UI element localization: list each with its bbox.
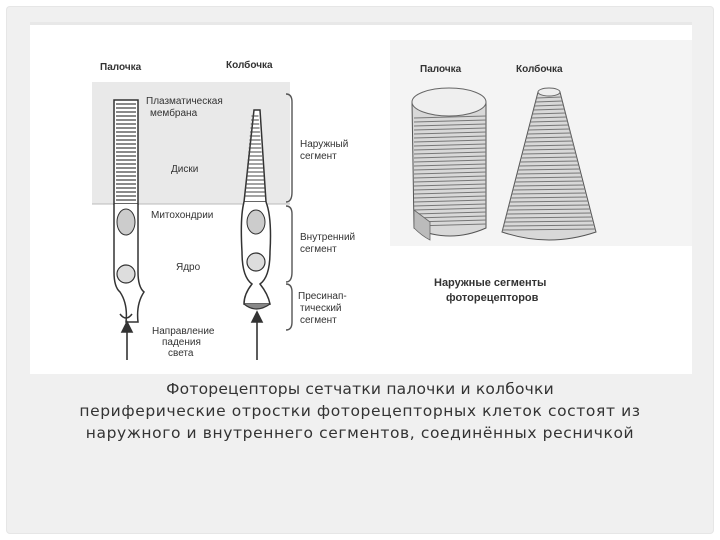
disk-stripe xyxy=(413,131,487,135)
disk-stripe xyxy=(413,215,487,219)
disk-stripe xyxy=(519,160,579,163)
disk-stripe xyxy=(413,127,487,131)
disk-stripe xyxy=(533,108,565,111)
photoreceptor-diagram: Палочка Колбочка Плазматическая мембрана… xyxy=(30,22,692,360)
disk-stripe xyxy=(413,187,487,191)
disk-stripe xyxy=(413,207,487,211)
cone-label-left: Колбочка xyxy=(226,59,273,71)
disk-stripe xyxy=(502,228,596,231)
light-direction-label: Направление xyxy=(152,326,215,337)
disk-stripe xyxy=(413,147,487,151)
disks-label: Диски xyxy=(171,164,198,175)
slide-caption-line-3: наружного и внутреннего сегментов, соеди… xyxy=(85,424,635,442)
disk-stripe xyxy=(413,183,487,187)
disk-stripe xyxy=(511,192,587,195)
disk-stripe xyxy=(515,176,583,179)
disk-stripe xyxy=(518,164,580,167)
disk-stripe xyxy=(527,132,571,135)
light-direction-arrows xyxy=(120,310,264,360)
outer-segments-caption-2: фоторецепторов xyxy=(446,292,539,304)
figure-panel: Палочка Колбочка Плазматическая мембрана… xyxy=(30,22,692,374)
light-direction-label-3: света xyxy=(168,348,194,359)
disk-stripe xyxy=(413,155,487,159)
disk-stripe xyxy=(535,100,563,103)
rod-label-right: Палочка xyxy=(420,64,462,75)
disk-stripe xyxy=(514,180,584,183)
disk-stripe xyxy=(510,196,588,199)
rod-label-left: Палочка xyxy=(100,62,142,73)
disk-stripe xyxy=(413,143,487,147)
segment-brackets xyxy=(285,93,293,331)
disk-stripe xyxy=(523,148,575,151)
disk-stripe xyxy=(506,212,592,215)
disk-stripe xyxy=(413,135,487,139)
disk-stripe xyxy=(507,208,591,211)
disk-stripe xyxy=(536,96,562,99)
slide-caption-line-2: периферические отростки фоторецепторных … xyxy=(79,402,641,420)
disk-stripe xyxy=(513,184,585,187)
light-direction-label-2: падения xyxy=(162,337,201,348)
disk-stripe xyxy=(413,167,487,171)
disk-stripe xyxy=(413,203,487,207)
disk-stripe xyxy=(504,220,594,223)
disk-stripe xyxy=(529,124,569,127)
disk-stripe xyxy=(525,140,573,143)
disk-stripe xyxy=(532,112,566,115)
cone-label-right: Колбочка xyxy=(516,63,563,75)
disk-stripe xyxy=(521,156,577,159)
disk-stripe xyxy=(413,179,487,183)
mitochondria-label: Митохондрии xyxy=(151,210,213,221)
disk-stripe xyxy=(531,116,567,119)
slide-caption-line-1: Фоторецепторы сетчатки палочки и колбочк… xyxy=(166,380,554,398)
disk-stripe xyxy=(413,163,487,167)
rod-cell xyxy=(113,99,145,323)
plasma-membrane-label-2: мембрана xyxy=(150,107,198,119)
disk-stripe xyxy=(517,168,581,171)
disk-stripe xyxy=(413,139,487,143)
inner-segment-label: Внутренний xyxy=(300,232,355,243)
disk-stripe xyxy=(509,200,589,203)
disk-stripe xyxy=(413,151,487,155)
disk-stripe xyxy=(526,136,572,139)
disk-stripe xyxy=(508,204,590,207)
disk-stripe xyxy=(534,104,564,107)
presynaptic-label: Пресинап- xyxy=(298,291,347,302)
disk-stripe xyxy=(503,224,595,227)
inner-segment-label-2: сегмент xyxy=(300,244,337,255)
disk-stripe xyxy=(413,115,487,119)
outer-segment-label: Наружный xyxy=(300,139,348,150)
disk-stripe xyxy=(413,191,487,195)
nucleus-label: Ядро xyxy=(176,262,201,273)
disk-stripe xyxy=(413,211,487,215)
disk-stripe xyxy=(413,119,487,123)
disk-stripe xyxy=(524,144,574,147)
disk-stripe xyxy=(516,172,582,175)
disk-stripe xyxy=(505,216,593,219)
disk-stripe xyxy=(528,128,570,131)
cone-outer-segment-3d xyxy=(501,87,597,241)
disk-stripe xyxy=(413,159,487,163)
disk-stripe xyxy=(530,120,568,123)
disk-stripe xyxy=(512,188,586,191)
disk-stripe xyxy=(413,123,487,127)
cone-cell xyxy=(240,109,272,310)
disk-stripe xyxy=(522,152,576,155)
plasma-membrane-label: Плазматическая xyxy=(146,96,223,107)
outer-segment-label-2: сегмент xyxy=(300,151,337,162)
outer-segments-caption: Наружные сегменты xyxy=(434,277,546,289)
disk-stripe xyxy=(413,195,487,199)
rod-outer-segment-3d xyxy=(411,87,487,241)
disk-stripe xyxy=(413,175,487,179)
disk-stripe xyxy=(413,199,487,203)
disk-stripe xyxy=(413,171,487,175)
presynaptic-label-2: тический xyxy=(300,303,341,314)
presynaptic-label-3: сегмент xyxy=(300,315,337,326)
